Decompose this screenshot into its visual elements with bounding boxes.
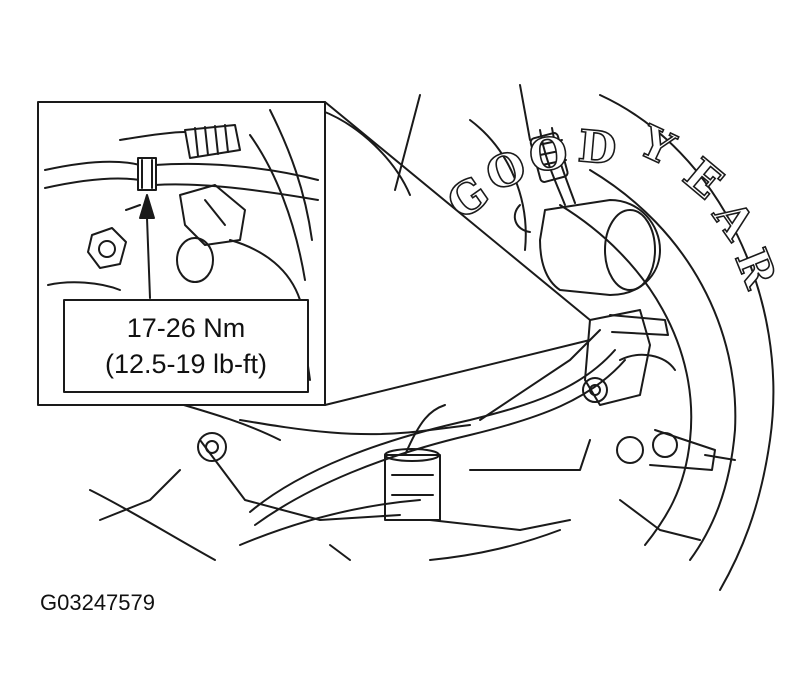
brake-hose-main <box>249 349 616 513</box>
tire-letter: D <box>576 121 618 175</box>
tire-letter: A <box>702 191 764 250</box>
figure-id: G03247579 <box>40 590 155 615</box>
upper-fitting <box>529 132 569 183</box>
callout-pointer-upper <box>324 101 591 321</box>
hose-bracket <box>584 309 651 406</box>
torque-label-box <box>63 299 309 393</box>
tire-rim-arc <box>559 204 693 546</box>
tire-lettering: G O O D Y E A R <box>438 115 787 296</box>
hose-cup <box>384 454 441 521</box>
tire-inner-arc <box>589 169 737 561</box>
inset-fitting <box>137 157 157 191</box>
main-scene <box>89 84 775 591</box>
callout-pointer-lower <box>324 339 591 406</box>
brake-line-upper <box>539 129 566 206</box>
caliper-body <box>539 199 661 296</box>
tire-letter: O <box>526 127 571 183</box>
arm-nut <box>197 432 227 462</box>
tire-letter: O <box>479 141 532 202</box>
tire-outer-arc <box>599 94 775 591</box>
tire-letter: R <box>725 242 786 295</box>
tire-letter: E <box>674 149 732 210</box>
